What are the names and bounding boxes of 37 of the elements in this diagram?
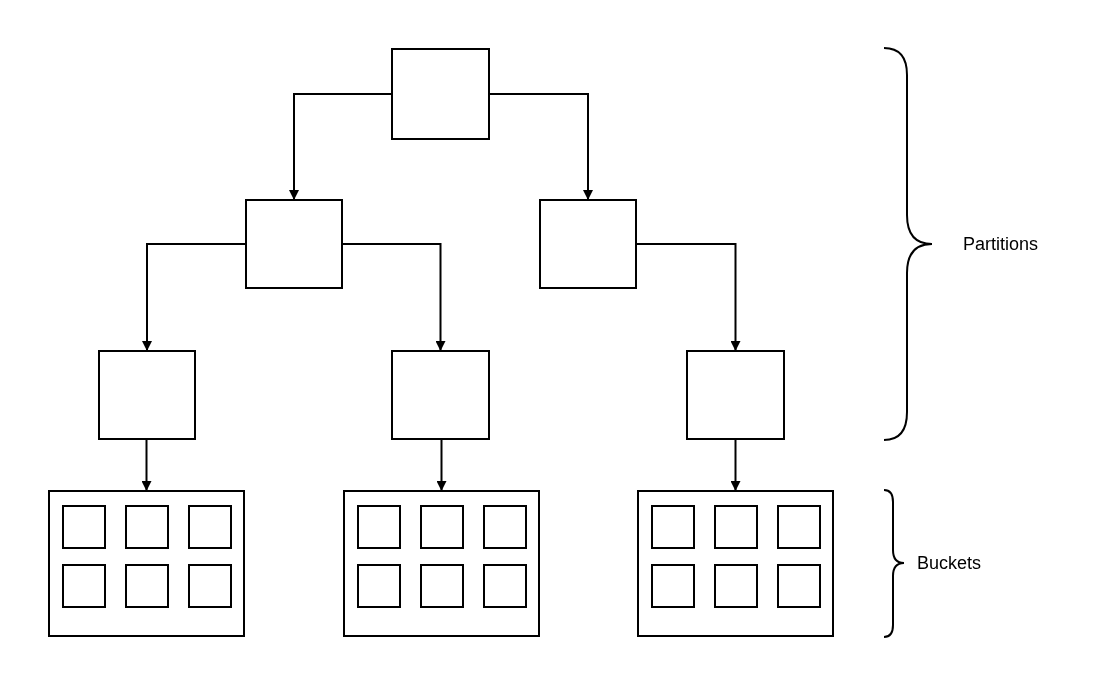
partition-box	[686, 350, 785, 440]
arrow	[636, 243, 741, 351]
partitions-label: Partitions	[963, 233, 1039, 256]
bucket-box	[420, 564, 464, 608]
bucket-box	[125, 564, 169, 608]
bucket-box	[62, 505, 106, 549]
arrow	[142, 243, 246, 351]
bucket-box	[483, 564, 527, 608]
bucket-box	[62, 564, 106, 608]
partition-box	[391, 350, 490, 440]
partition-box	[245, 199, 343, 289]
bucket-box	[651, 505, 695, 549]
bucket-box	[651, 564, 695, 608]
bucket-box	[714, 564, 758, 608]
arrow	[436, 439, 447, 491]
bucket-box	[188, 564, 232, 608]
arrow	[342, 243, 446, 351]
bucket-box	[125, 505, 169, 549]
bucket-box	[357, 564, 401, 608]
bucket-box	[777, 505, 821, 549]
arrow	[289, 93, 392, 200]
partition-box	[539, 199, 637, 289]
arrow	[730, 439, 741, 491]
bucket-box	[420, 505, 464, 549]
bucket-box	[777, 564, 821, 608]
bucket-container	[343, 490, 540, 637]
partition-box	[391, 48, 490, 140]
bucket-box	[357, 505, 401, 549]
arrow	[141, 439, 152, 491]
bucket-box	[188, 505, 232, 549]
buckets-label: Buckets	[917, 552, 982, 575]
partition-box	[98, 350, 196, 440]
bucket-box	[714, 505, 758, 549]
bucket-container	[637, 490, 834, 637]
arrow	[489, 93, 593, 200]
bucket-box	[483, 505, 527, 549]
bucket-container	[48, 490, 245, 637]
